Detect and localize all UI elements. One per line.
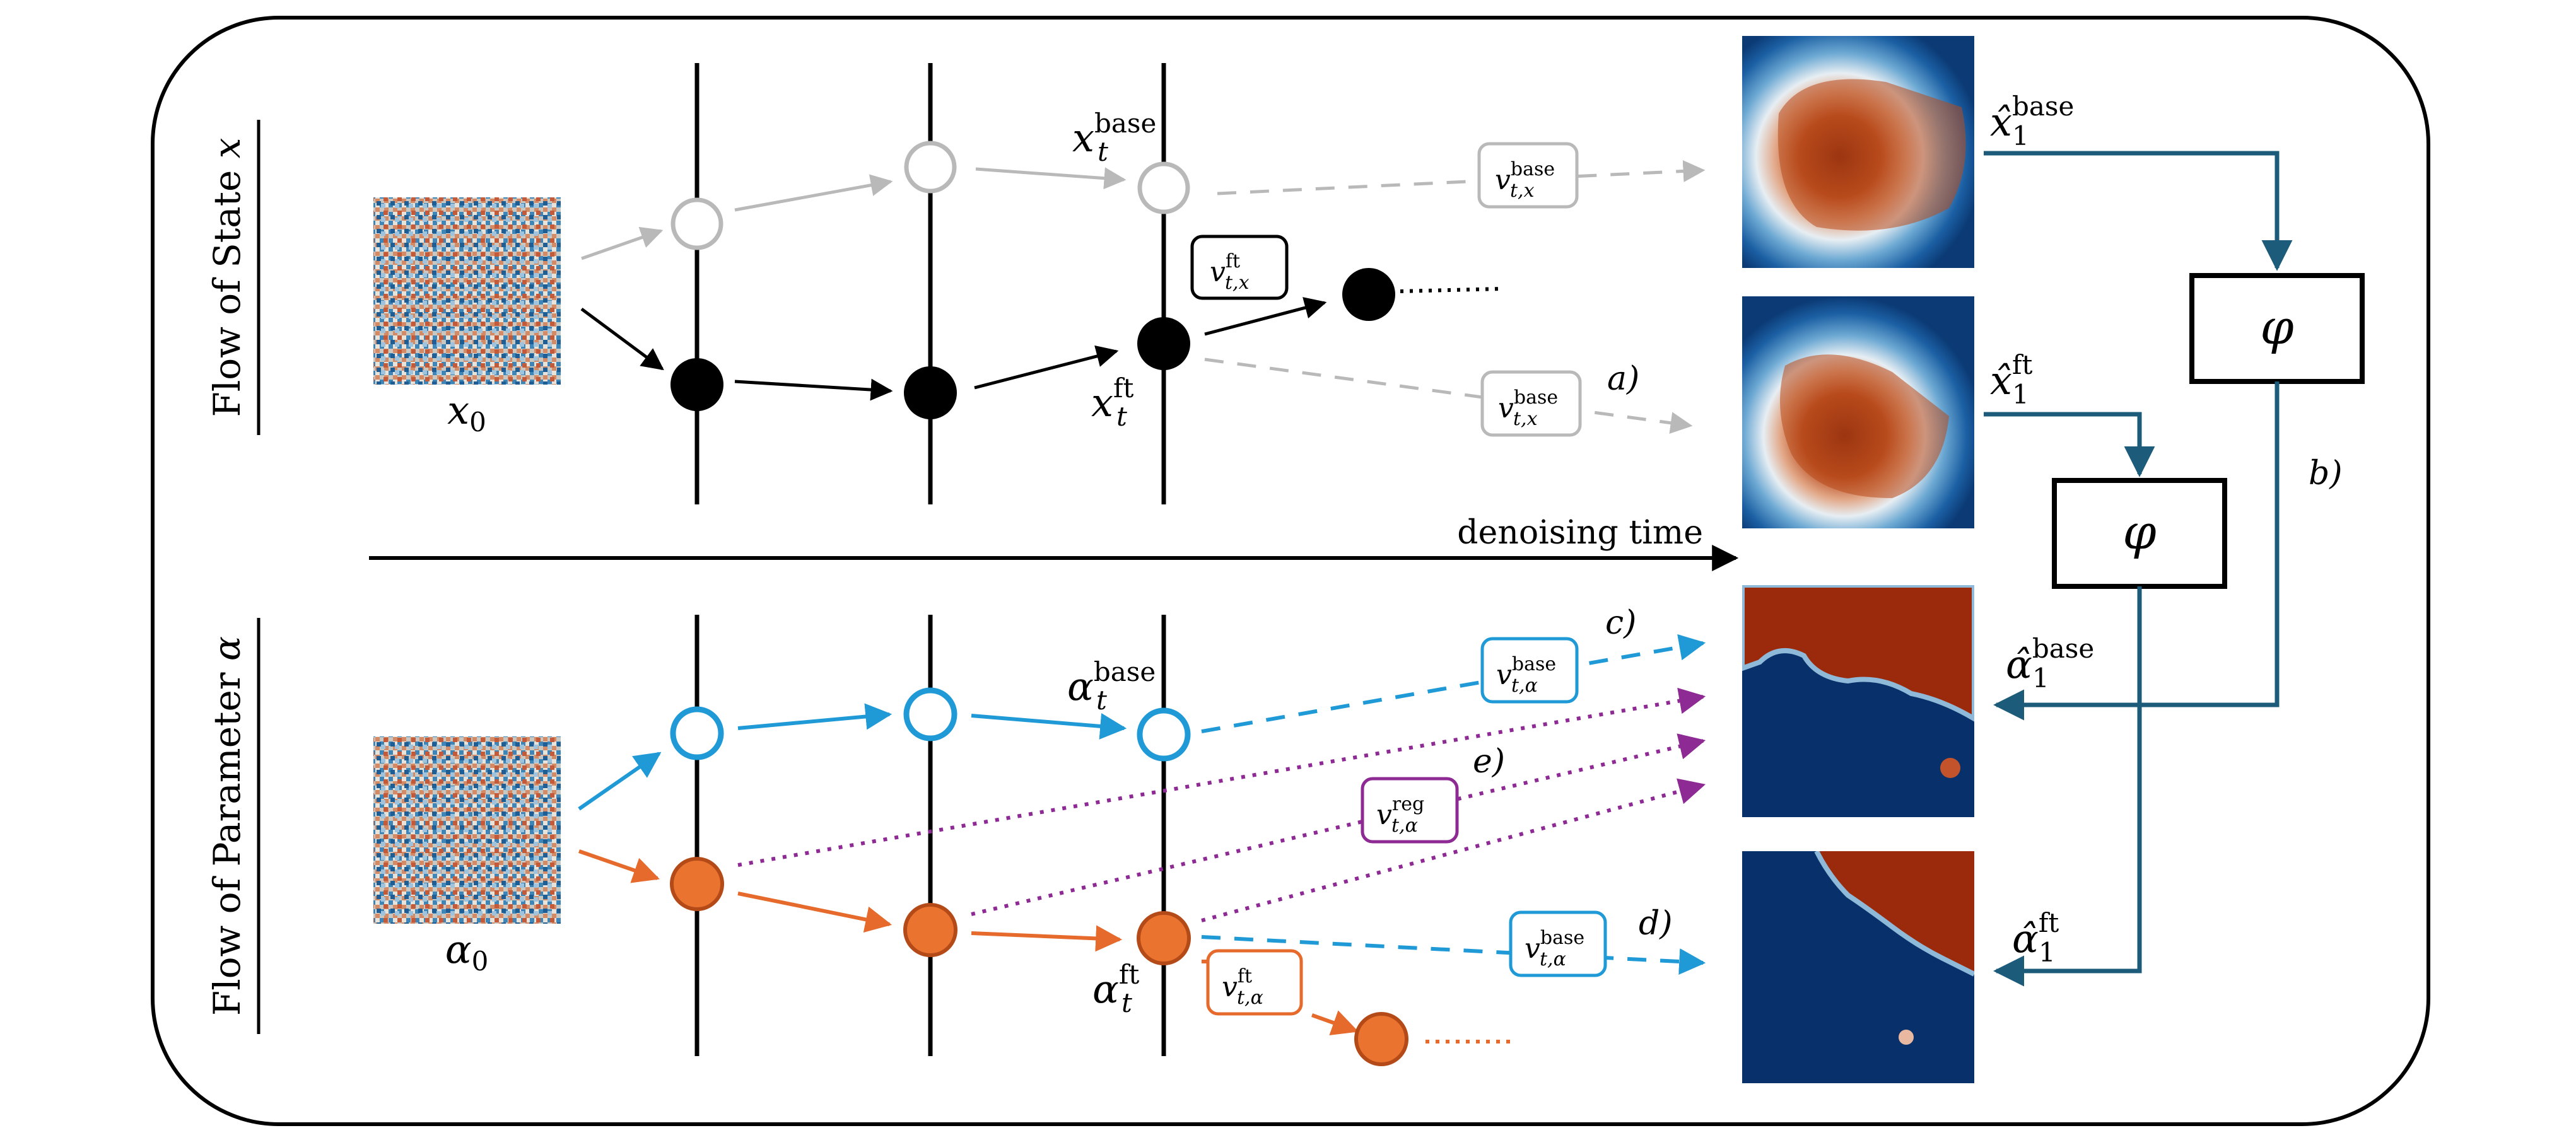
- box-v-base-x-lower: vbase t,x: [1480, 370, 1582, 437]
- label-xt-ft: xft: [1091, 373, 1134, 426]
- svg-text:t,x: t,x: [1510, 180, 1535, 202]
- label-alphahat-ft: α̂ft: [2012, 907, 2059, 962]
- label-alphat-base-sub: t: [1096, 685, 1107, 716]
- heatmap-xhat-ft: [1742, 296, 1974, 528]
- label-alphahat-base: α̂base: [2006, 633, 2094, 687]
- label-b: b): [2309, 455, 2343, 492]
- svg-text:t,α: t,α: [1237, 987, 1263, 1009]
- label-c: c): [1605, 604, 1636, 642]
- svg-text:vreg: vreg: [1376, 793, 1424, 831]
- phi-box-upper: φ: [2189, 273, 2365, 384]
- label-xhat-base: x̂base: [1990, 91, 2074, 145]
- time-axis-label: denoising time: [1457, 514, 1703, 552]
- section-label-parameter: Flow of Parameter α: [206, 618, 261, 1034]
- box-v-reg-alpha: vreg t,α: [1361, 777, 1459, 844]
- label-alphahat-ft-sub: 1: [2039, 937, 2056, 968]
- box-v-ft-x: vft t,x: [1190, 235, 1289, 300]
- svg-text:vft: vft: [1210, 250, 1240, 288]
- svg-text:vbase: vbase: [1496, 653, 1556, 691]
- label-xt-base: xbase: [1072, 108, 1156, 161]
- label-x0: x0: [447, 387, 486, 438]
- box-v-ft-alpha: vft t,α: [1206, 949, 1303, 1016]
- label-alphahat-base-sub: 1: [2032, 663, 2049, 694]
- section-label-state: Flow of State x: [206, 120, 261, 435]
- svg-text:t,x: t,x: [1225, 272, 1250, 294]
- svg-text:t,α: t,α: [1391, 815, 1418, 837]
- label-xhat-base-sub: 1: [2012, 120, 2029, 151]
- phi-box-lower: φ: [2052, 478, 2227, 589]
- outer-frame: [151, 16, 2430, 1126]
- base-flow-x: [581, 141, 1706, 434]
- svg-text:Flow of Parameter α: Flow of Parameter α: [206, 636, 249, 1016]
- noise-image-alpha0: [373, 736, 561, 924]
- svg-text:vbase: vbase: [1498, 387, 1558, 424]
- svg-text:vbase: vbase: [1525, 927, 1584, 965]
- svg-text:φ: φ: [2260, 299, 2293, 355]
- heatmap-alphahat-ft: [1742, 851, 1974, 1083]
- svg-text:t,α: t,α: [1511, 675, 1538, 697]
- svg-text:vft: vft: [1222, 965, 1252, 1003]
- svg-text:φ: φ: [2122, 504, 2156, 560]
- box-v-base-x-upper: vbase t,x: [1477, 142, 1579, 209]
- teal-connectors: [1984, 151, 2293, 987]
- svg-text:vbase: vbase: [1495, 158, 1555, 196]
- heatmap-xhat-base: [1742, 36, 1974, 268]
- label-alphat-base: αbase: [1067, 656, 1156, 709]
- label-alpha0: α0: [445, 926, 489, 977]
- heatmap-alphahat-base: [1742, 585, 1974, 817]
- ft-flow-x: [580, 268, 1502, 419]
- label-a: a): [1607, 360, 1639, 398]
- label-xhat-ft-sub: 1: [2012, 379, 2029, 410]
- noise-image-x0: [373, 197, 561, 385]
- label-xt-ft-sub: t: [1116, 401, 1127, 432]
- box-v-base-alpha-upper: vbase t,α: [1480, 637, 1579, 704]
- reg-flow-alpha: [737, 687, 1706, 922]
- box-v-base-alpha-lower: vbase t,α: [1509, 910, 1607, 977]
- base-flow-alpha: [578, 634, 1706, 975]
- label-alphat-ft: αft: [1092, 959, 1139, 1012]
- label-d: d): [1639, 905, 1673, 943]
- ft-flow-alpha: [578, 849, 1514, 1066]
- svg-text:t,x: t,x: [1513, 408, 1538, 430]
- label-xt-base-sub: t: [1098, 136, 1108, 167]
- label-alphat-ft-sub: t: [1121, 987, 1132, 1018]
- label-xhat-ft: x̂ft: [1990, 349, 2033, 404]
- label-e: e): [1473, 743, 1505, 781]
- svg-text:t,α: t,α: [1540, 948, 1566, 970]
- svg-text:Flow of State x: Flow of State x: [206, 137, 249, 417]
